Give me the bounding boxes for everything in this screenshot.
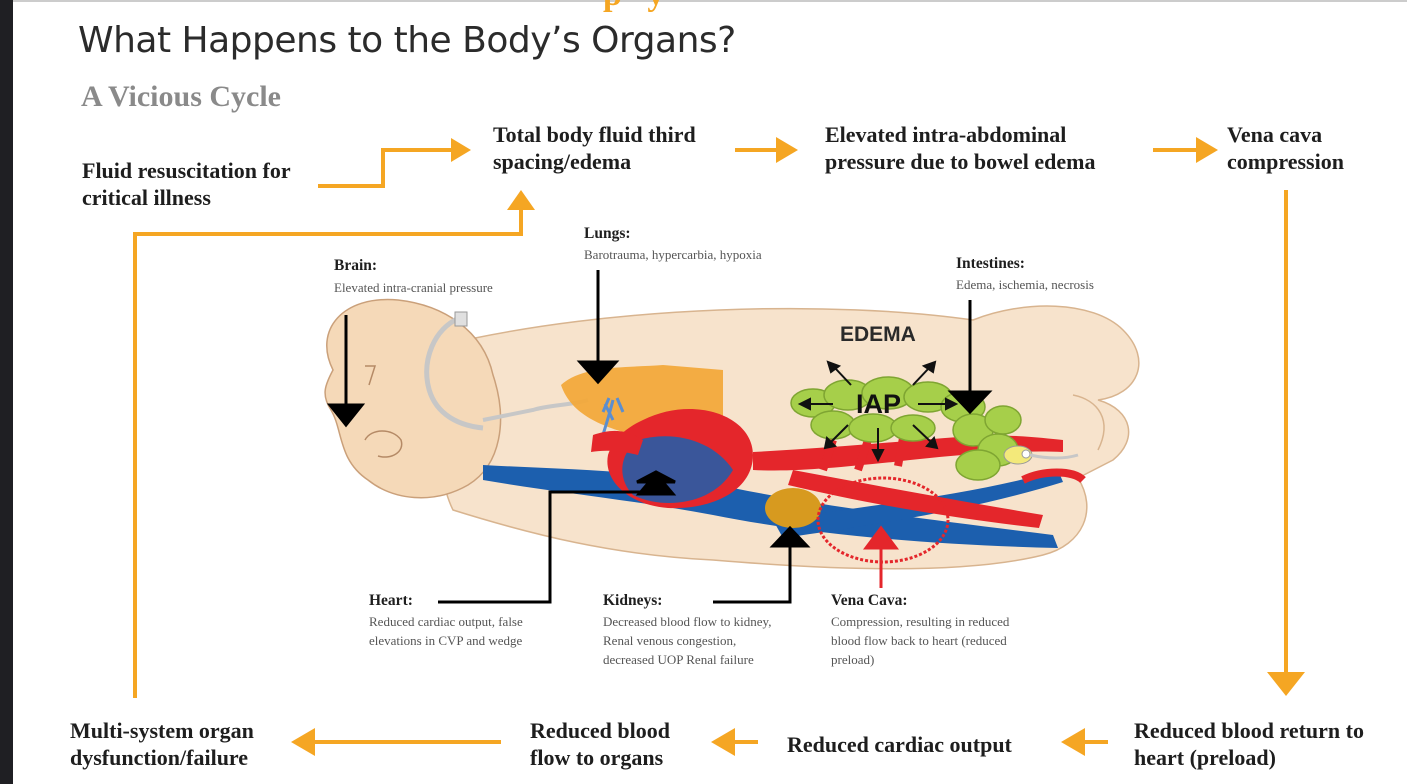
lungs-label: Lungs: bbox=[584, 225, 631, 243]
kidneys-desc: Decreased blood flow to kidney, Renal ve… bbox=[603, 612, 788, 669]
kidney-shape bbox=[765, 488, 821, 528]
cycle-reduced-flow: Reduced blood flow to organs bbox=[530, 717, 700, 771]
cycle-vena-cava-compression: Vena cava compression bbox=[1227, 121, 1367, 175]
page-subtitle: A Vicious Cycle bbox=[81, 80, 281, 114]
vena-cava-label: Vena Cava: bbox=[831, 592, 908, 610]
arrow-to-multi-system bbox=[291, 728, 315, 756]
arrow-to-reduced-flow bbox=[711, 728, 735, 756]
diagram-canvas: p y What Happens to the Body’s Organs? A… bbox=[13, 0, 1407, 784]
arrow-to-reduced-output bbox=[1061, 728, 1085, 756]
brain-label: Brain: bbox=[334, 257, 377, 275]
arrow-to-vena-cava bbox=[1196, 137, 1218, 163]
page-title: What Happens to the Body’s Organs? bbox=[78, 20, 736, 61]
arrow-to-fluid-resuscitation bbox=[507, 190, 535, 210]
cycle-third-spacing: Total body fluid third spacing/edema bbox=[493, 121, 723, 175]
edema-label: EDEMA bbox=[840, 323, 916, 347]
vena-cava-desc: Compression, resulting in reduced blood … bbox=[831, 612, 1021, 669]
brain-desc: Elevated intra-cranial pressure bbox=[334, 278, 493, 297]
cycle-fluid-resuscitation: Fluid resuscitation for critical illness bbox=[82, 157, 332, 211]
arrow-to-third-spacing bbox=[451, 138, 471, 162]
cycle-reduced-output: Reduced cardiac output bbox=[787, 731, 1057, 758]
arrow-to-intra-abdominal bbox=[776, 137, 798, 163]
lungs-desc: Barotrauma, hypercarbia, hypoxia bbox=[584, 245, 762, 264]
intestines-desc: Edema, ischemia, necrosis bbox=[956, 275, 1094, 294]
heart-desc: Reduced cardiac output, false elevations… bbox=[369, 612, 539, 650]
cycle-multi-system: Multi-system organ dysfunction/failure bbox=[70, 717, 290, 771]
intestines-label: Intestines: bbox=[956, 255, 1025, 273]
cycle-intra-abdominal: Elevated intra-abdominal pressure due to… bbox=[825, 121, 1145, 175]
iap-label: IAP bbox=[856, 389, 901, 420]
cycle-reduced-return: Reduced blood return to heart (preload) bbox=[1134, 717, 1374, 771]
arrow-to-reduced-return bbox=[1267, 672, 1305, 696]
top-cut-text: p y bbox=[603, 0, 664, 14]
kidneys-label: Kidneys: bbox=[603, 592, 662, 610]
heart-label: Heart: bbox=[369, 592, 413, 610]
